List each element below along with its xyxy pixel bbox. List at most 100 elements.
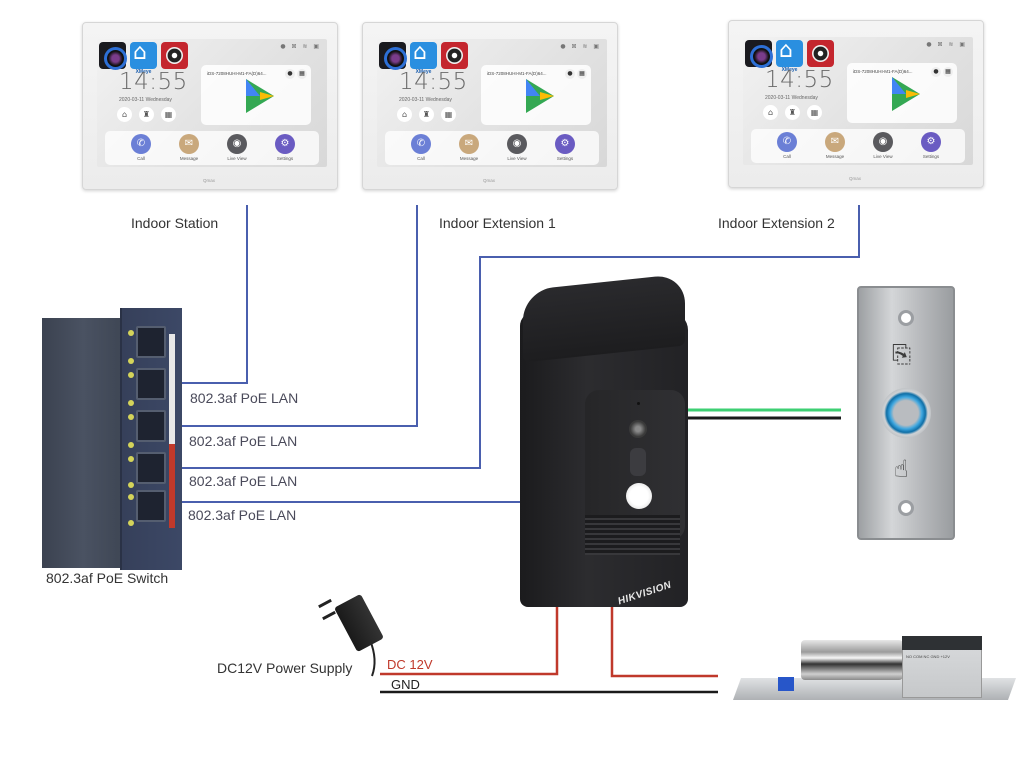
dock-settings[interactable]: ⚙ Settings — [265, 134, 305, 161]
brand-mark: Qmax — [483, 178, 496, 183]
lan-label-3: 802.3af PoE LAN — [189, 473, 298, 489]
status-icons: ● ⊠ ≋ ▣ — [280, 43, 321, 50]
dock-live-view[interactable]: ◉ Live View — [217, 134, 257, 161]
user-icon[interactable]: ● — [285, 69, 295, 79]
dock-call[interactable]: ✆ Call — [767, 132, 807, 159]
ir-sensor — [630, 448, 646, 476]
dock-label: Settings — [556, 156, 574, 161]
camera-app-icon[interactable] — [99, 42, 127, 70]
status-icons: ● ⊠ ≋ ▣ — [926, 41, 967, 48]
grid-icon[interactable]: ▦ — [297, 69, 307, 79]
xmeye-label: XMeye — [415, 69, 432, 75]
poe-port-4[interactable] — [136, 490, 166, 522]
user-icon[interactable]: ● — [565, 69, 575, 79]
phone-icon: ✆ — [131, 134, 151, 154]
switch-body — [42, 318, 124, 568]
play-store-widget[interactable]: iDS-7208HUHI-M1-FA(D)64... ● ▦ — [847, 63, 957, 123]
dock-label: Message — [179, 156, 199, 161]
power-supply-label: DC12V Power Supply — [217, 660, 353, 676]
indoor-station-label: Indoor Station — [131, 215, 219, 231]
grid-icon[interactable]: ▦ — [577, 69, 587, 79]
status-led — [128, 358, 134, 364]
xmeye-app-icon[interactable] — [130, 40, 157, 69]
poe-switch-label: 802.3af PoE Switch — [46, 570, 169, 586]
dock-label: Message — [825, 154, 845, 159]
camera-icon: ◉ — [507, 134, 527, 154]
poe-port-2[interactable] — [136, 410, 166, 442]
qr-code-icon[interactable]: ▦ — [807, 105, 822, 120]
dock: ✆ Call ✉ Message ◉ Live View ⚙ Settings — [105, 131, 319, 165]
indoor-extension-2-label: Indoor Extension 2 — [718, 215, 835, 231]
user-icon[interactable]: ● — [931, 67, 941, 77]
lock-power-wire — [610, 604, 718, 678]
uplink-port[interactable] — [136, 326, 166, 358]
dock-message[interactable]: ✉ Message — [449, 134, 489, 161]
xmeye-app-icon[interactable] — [410, 40, 437, 69]
microphone-icon — [637, 402, 640, 405]
status-led — [128, 456, 134, 462]
network-icon[interactable]: ♜ — [785, 105, 800, 120]
camera-lens-icon — [629, 420, 647, 438]
network-icon[interactable]: ♜ — [139, 107, 154, 122]
camera-app-icon[interactable] — [379, 42, 407, 70]
camera-app-icon[interactable] — [745, 40, 773, 68]
dock-live-view[interactable]: ◉ Live View — [497, 134, 537, 161]
home-icon[interactable]: ⌂ — [117, 107, 132, 122]
lan-label-2: 802.3af PoE LAN — [189, 433, 298, 449]
status-led — [128, 442, 134, 448]
envelope-icon: ✉ — [179, 134, 199, 154]
poe-label-strip — [169, 444, 175, 528]
door-open-icon: ⎘ — [892, 340, 912, 368]
clock: 14:55 — [119, 69, 188, 95]
home-icon[interactable]: ⌂ — [763, 105, 778, 120]
play-store-icon — [246, 79, 274, 113]
play-store-widget[interactable]: iDS-7208HUHI-M1-FA(D)64... ● ▦ — [201, 65, 311, 125]
dock-settings[interactable]: ⚙ Settings — [545, 134, 585, 161]
dock-label: Settings — [922, 154, 940, 159]
speaker-grill — [585, 515, 680, 555]
dock-settings[interactable]: ⚙ Settings — [911, 132, 951, 159]
grid-icon[interactable]: ▦ — [943, 67, 953, 77]
dc12v-wire — [380, 604, 559, 676]
hand-press-icon: ☝ — [894, 455, 909, 483]
poe-port-1[interactable] — [136, 368, 166, 400]
poe-port-3[interactable] — [136, 452, 166, 484]
dock-label: Live View — [507, 156, 527, 161]
qr-code-icon[interactable]: ▦ — [441, 107, 456, 122]
status-led — [128, 400, 134, 406]
dock-message[interactable]: ✉ Message — [169, 134, 209, 161]
record-app-icon[interactable] — [807, 40, 834, 67]
call-button[interactable] — [626, 483, 652, 509]
envelope-icon: ✉ — [459, 134, 479, 154]
dock-label: Live View — [227, 156, 247, 161]
qr-code-icon[interactable]: ▦ — [161, 107, 176, 122]
adapter-cable — [369, 639, 376, 677]
indoor-station-monitor: XMeye ● ⊠ ≋ ▣ 14:55 2020-03-11 Wednesday… — [82, 22, 338, 190]
port-label-strip — [169, 334, 175, 444]
dock-call[interactable]: ✆ Call — [401, 134, 441, 161]
play-store-widget[interactable]: iDS-7208HUHI-M1-FA(D)64... ● ▦ — [481, 65, 591, 125]
screw-icon — [898, 500, 914, 516]
monitor-screen: XMeye ● ⊠ ≋ ▣ 14:55 2020-03-11 Wednesday… — [97, 39, 327, 167]
record-app-icon[interactable] — [161, 42, 188, 69]
date: 2020-03-11 Wednesday — [119, 97, 172, 103]
exit-push-button[interactable] — [881, 388, 931, 438]
lan-wire-indoor-station — [150, 205, 248, 384]
network-icon[interactable]: ♜ — [419, 107, 434, 122]
home-icon[interactable]: ⌂ — [397, 107, 412, 122]
dock-message[interactable]: ✉ Message — [815, 132, 855, 159]
status-icons: ● ⊠ ≋ ▣ — [560, 43, 601, 50]
dock-live-view[interactable]: ◉ Live View — [863, 132, 903, 159]
play-store-icon — [526, 79, 554, 113]
brand-mark: Qmax — [203, 178, 216, 183]
dock-call[interactable]: ✆ Call — [121, 134, 161, 161]
phone-icon: ✆ — [777, 132, 797, 152]
xmeye-app-icon[interactable] — [776, 38, 803, 67]
indoor-extension-1-monitor: XMeye ● ⊠ ≋ ▣ 14:55 2020-03-11 Wednesday… — [362, 22, 618, 190]
lock-panel-text: NO COM NC GND +12V — [906, 654, 950, 659]
dock-label: Call — [137, 156, 145, 161]
indoor-extension-1-label: Indoor Extension 1 — [439, 215, 556, 231]
status-led — [128, 330, 134, 336]
record-app-icon[interactable] — [441, 42, 468, 69]
